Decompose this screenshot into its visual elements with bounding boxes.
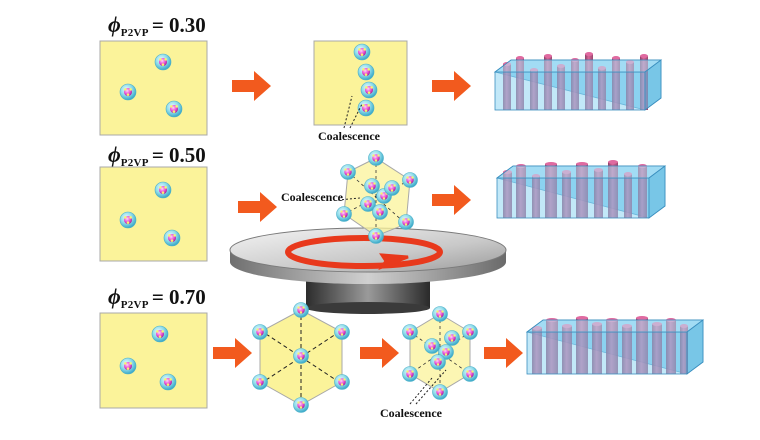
micelle xyxy=(462,366,478,382)
film-block-cylinders xyxy=(493,52,663,111)
process-arrow xyxy=(238,192,277,222)
micelle-chain xyxy=(353,43,378,117)
micelle xyxy=(357,99,375,117)
film-block-cylinders xyxy=(495,160,667,219)
phi-value: = 0.50 xyxy=(151,143,206,167)
film-block-cylinders xyxy=(525,316,705,375)
micelle xyxy=(154,181,172,199)
micelle xyxy=(402,324,418,340)
micelle xyxy=(293,302,309,318)
phi-label-row3: ϕP2VP= 0.70 xyxy=(108,284,206,311)
micelle xyxy=(154,53,172,71)
micelle-cluster xyxy=(402,306,478,400)
micelle xyxy=(398,214,414,230)
phi-subscript: P2VP xyxy=(120,27,149,39)
process-arrow xyxy=(484,338,523,368)
micelle xyxy=(432,384,448,400)
micelle-hexagon xyxy=(252,302,350,413)
micelle-cluster xyxy=(336,150,418,244)
coalescence-label-bottom: Coalescence xyxy=(380,406,442,420)
spin-coater xyxy=(229,227,507,314)
film-square xyxy=(99,166,208,262)
micelle xyxy=(119,357,137,375)
coalescence-label-mid: Coalescence xyxy=(281,190,343,204)
rotation-arrow xyxy=(285,235,443,269)
coalescence-leader xyxy=(409,369,447,405)
coalescence-label-top: Coalescence xyxy=(318,129,380,143)
phi-symbol: ϕ xyxy=(108,142,121,167)
micelle xyxy=(252,324,268,340)
phi-symbol: ϕ xyxy=(108,284,121,309)
phi-label-row1: ϕP2VP= 0.30 xyxy=(108,12,206,39)
micelle xyxy=(119,83,137,101)
phi-value: = 0.30 xyxy=(151,13,206,37)
micelle xyxy=(357,63,375,81)
micelle xyxy=(119,211,137,229)
micelle xyxy=(336,206,352,222)
micelle xyxy=(353,43,371,61)
process-arrow xyxy=(232,71,271,101)
phi-value: = 0.70 xyxy=(151,285,206,309)
micelle xyxy=(372,204,388,220)
micelle xyxy=(368,150,384,166)
micelles-group xyxy=(119,53,183,118)
phi-subscript: P2VP xyxy=(120,299,149,311)
micelle xyxy=(360,81,378,99)
micelle xyxy=(360,196,376,212)
micelle xyxy=(151,325,169,343)
micelle xyxy=(293,397,309,413)
micelle xyxy=(165,100,183,118)
phi-label-row2: ϕP2VP= 0.50 xyxy=(108,142,206,169)
phi-subscript: P2VP xyxy=(120,157,149,169)
coalescence-leader xyxy=(343,95,363,129)
micelle xyxy=(430,354,446,370)
phi-symbol: ϕ xyxy=(108,12,121,37)
micelle xyxy=(159,373,177,391)
process-arrow xyxy=(360,338,399,368)
process-arrow xyxy=(213,338,252,368)
film-square xyxy=(99,312,208,409)
micelles-group xyxy=(119,181,181,247)
micelle xyxy=(402,366,418,382)
micelle xyxy=(334,374,350,390)
micelle xyxy=(462,324,478,340)
process-arrow xyxy=(432,71,471,101)
micelle xyxy=(368,228,384,244)
micelle xyxy=(444,330,460,346)
micelle xyxy=(432,306,448,322)
micelle xyxy=(293,348,309,364)
micelle xyxy=(424,338,440,354)
process-arrow xyxy=(432,185,471,215)
micelle xyxy=(334,324,350,340)
micelle xyxy=(364,178,380,194)
micelles-group xyxy=(119,325,177,391)
micelle xyxy=(252,374,268,390)
micelle xyxy=(340,164,356,180)
film-square xyxy=(99,40,208,136)
micelle xyxy=(163,229,181,247)
micelle xyxy=(384,180,400,196)
micelle xyxy=(402,172,418,188)
